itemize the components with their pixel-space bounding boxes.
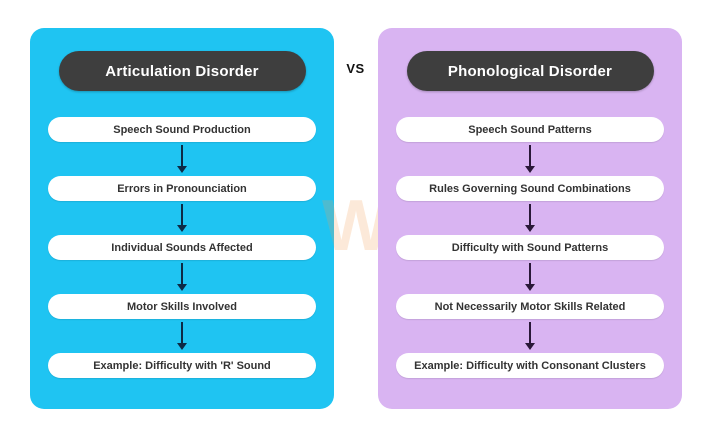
articulation-flow: Speech Sound Production Errors in Pronou… [48, 117, 316, 378]
step-pill: Speech Sound Patterns [396, 117, 664, 142]
down-arrow-icon [177, 319, 187, 353]
articulation-title: Articulation Disorder [105, 62, 259, 80]
articulation-title-pill: Articulation Disorder [58, 51, 306, 91]
step-pill: Example: Difficulty with Consonant Clust… [396, 353, 664, 378]
phonological-flow: Speech Sound Patterns Rules Governing So… [396, 117, 664, 378]
phonological-panel: Phonological Disorder Speech Sound Patte… [378, 28, 682, 409]
step-pill: Not Necessarily Motor Skills Related [396, 294, 664, 319]
down-arrow-icon [525, 201, 535, 235]
down-arrow-icon [177, 142, 187, 176]
step-pill: Rules Governing Sound Combinations [396, 176, 664, 201]
step-pill: Motor Skills Involved [48, 294, 316, 319]
step-pill: Individual Sounds Affected [48, 235, 316, 260]
step-pill: Speech Sound Production [48, 117, 316, 142]
vs-label: VS [346, 61, 365, 76]
phonological-title-pill: Phonological Disorder [406, 51, 654, 91]
down-arrow-icon [177, 260, 187, 294]
down-arrow-icon [525, 319, 535, 353]
step-pill: Difficulty with Sound Patterns [396, 235, 664, 260]
down-arrow-icon [525, 142, 535, 176]
step-pill: Errors in Pronounciation [48, 176, 316, 201]
articulation-panel: Articulation Disorder Speech Sound Produ… [30, 28, 334, 409]
down-arrow-icon [177, 201, 187, 235]
step-pill: Example: Difficulty with 'R' Sound [48, 353, 316, 378]
phonological-title: Phonological Disorder [447, 62, 613, 80]
down-arrow-icon [525, 260, 535, 294]
